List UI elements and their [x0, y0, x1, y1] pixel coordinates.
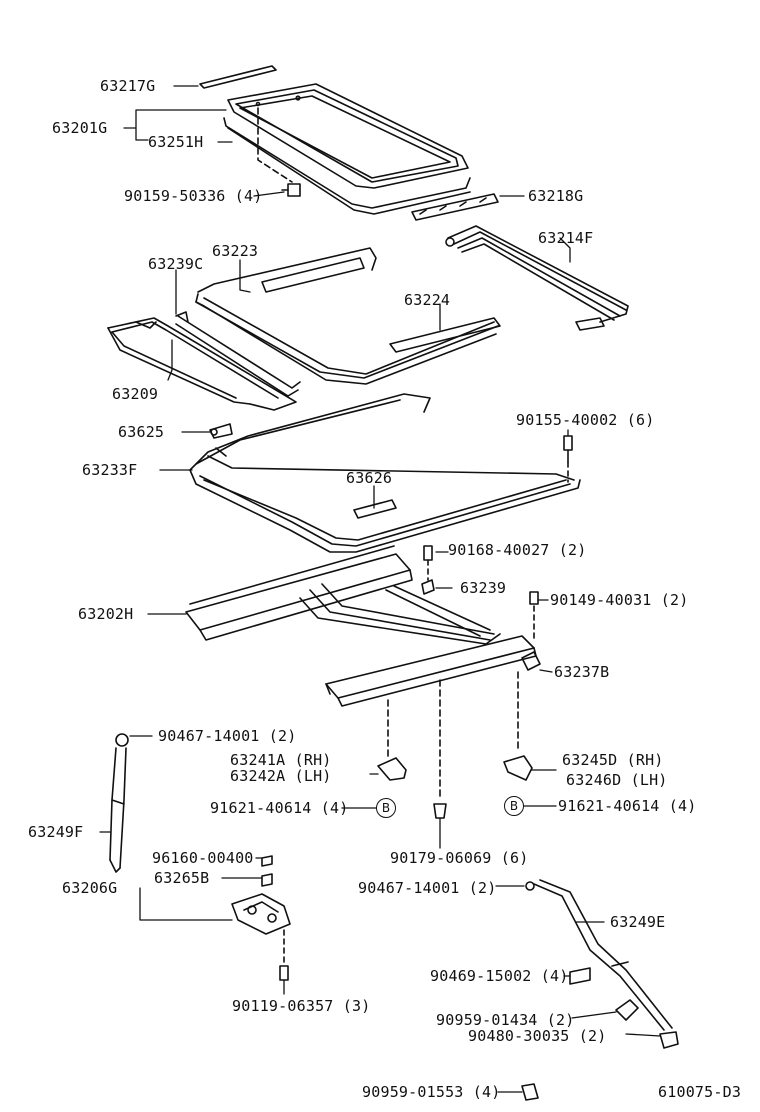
bracket-63237B: [521, 651, 541, 671]
clip-90179: [433, 803, 447, 819]
seal-63209: [107, 317, 297, 411]
label-63625: 63625: [118, 423, 165, 441]
screw-90149: [529, 591, 539, 605]
bar-63239C: [175, 311, 301, 397]
bracket-63218G: [411, 193, 499, 221]
label-63223: 63223: [212, 242, 259, 260]
frame-63223-63224: [195, 247, 501, 385]
label-63233F: 63233F: [82, 461, 138, 479]
label-90467-14001-upper: 90467-14001 (2): [158, 727, 297, 745]
diagram-id: 610075-D3: [658, 1083, 742, 1101]
label-91621-40614-right: 91621-40614 (4): [558, 797, 697, 815]
bracket-63626: [353, 499, 397, 519]
label-63249E: 63249E: [610, 913, 666, 931]
label-90467-14001-lower: 90467-14001 (2): [358, 879, 497, 897]
label-63246D: 63246D (LH): [566, 771, 668, 789]
label-63224: 63224: [404, 291, 451, 309]
label-90119-06357: 90119-06357 (3): [232, 997, 371, 1015]
label-63206G: 63206G: [62, 879, 118, 897]
clip-63625: [209, 423, 233, 439]
housing-63233F: [189, 393, 581, 553]
screw-90159: [281, 183, 301, 197]
label-90179-06069: 90179-06069 (6): [390, 849, 529, 867]
label-63218G: 63218G: [528, 187, 584, 205]
screw-90155: [563, 435, 573, 463]
hose-63249E: [525, 879, 679, 1049]
label-63251H: 63251H: [148, 133, 204, 151]
tray-63202H: [185, 545, 537, 707]
leader-dashed-90159: [257, 107, 293, 183]
bracket-63245D: [503, 755, 533, 781]
callout-b-left: B: [376, 798, 396, 818]
label-90959-01553: 90959-01553 (4): [362, 1083, 501, 1101]
label-63245D: 63245D (RH): [562, 751, 664, 769]
glass-panel: [223, 83, 471, 215]
label-96160-00400: 96160-00400: [152, 849, 254, 867]
motor-63206G: [231, 855, 291, 981]
label-90469-15002: 90469-15002 (4): [430, 967, 569, 985]
parts-63239-90168: [421, 545, 435, 595]
label-63209: 63209: [112, 385, 159, 403]
label-63249F: 63249F: [28, 823, 84, 841]
clamp-90469: [569, 967, 591, 985]
label-90480-30035: 90480-30035 (2): [468, 1027, 607, 1045]
label-90959-01434: 90959-01434 (2): [436, 1011, 575, 1029]
label-63239C: 63239C: [148, 255, 204, 273]
label-63214F: 63214F: [538, 229, 594, 247]
label-90149-40031: 90149-40031 (2): [550, 591, 689, 609]
label-63626: 63626: [346, 469, 393, 487]
strip-63217G: [199, 65, 277, 89]
label-63241A: 63241A (RH): [230, 751, 332, 769]
label-63239: 63239: [460, 579, 507, 597]
label-91621-40614-left: 91621-40614 (4): [210, 799, 349, 817]
clip-90959-01553: [521, 1083, 539, 1101]
clip-90959-01434: [615, 999, 639, 1021]
label-63242A: 63242A (LH): [230, 767, 332, 785]
label-90168-40027: 90168-40027 (2): [448, 541, 587, 559]
callout-b-right: B: [504, 796, 524, 816]
label-63265B: 63265B: [154, 869, 210, 887]
leader-lines: [99, 85, 661, 1093]
rail-63214F: [445, 225, 629, 331]
label-63237B: 63237B: [554, 663, 610, 681]
bracket-63241A: [377, 757, 407, 781]
label-90159-50336: 90159-50336 (4): [124, 187, 263, 205]
label-63217G: 63217G: [100, 77, 156, 95]
label-90155-40002: 90155-40002 (6): [516, 411, 655, 429]
label-63202H: 63202H: [78, 605, 134, 623]
label-63201G: 63201G: [52, 119, 108, 137]
hose-63249F: [109, 733, 129, 873]
